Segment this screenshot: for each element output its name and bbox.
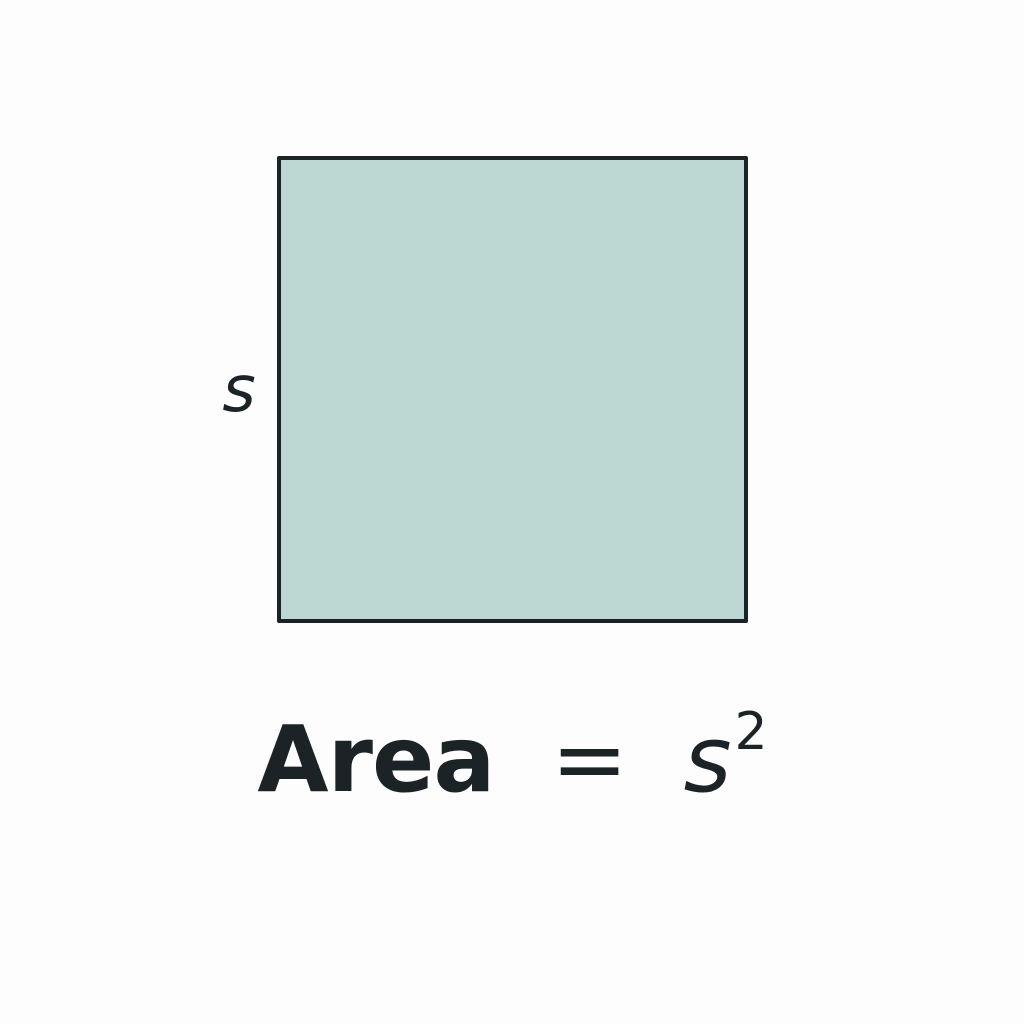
area-formula: Area = s 2 bbox=[0, 700, 1024, 820]
formula-word: Area bbox=[257, 706, 495, 813]
side-length-label: s bbox=[222, 353, 256, 427]
formula-spacer bbox=[494, 700, 551, 820]
formula-equals: = bbox=[550, 706, 628, 813]
formula-spacer bbox=[627, 700, 684, 820]
formula-variable: s bbox=[683, 706, 732, 813]
square-shape bbox=[277, 156, 748, 623]
formula-exponent: 2 bbox=[734, 702, 768, 762]
